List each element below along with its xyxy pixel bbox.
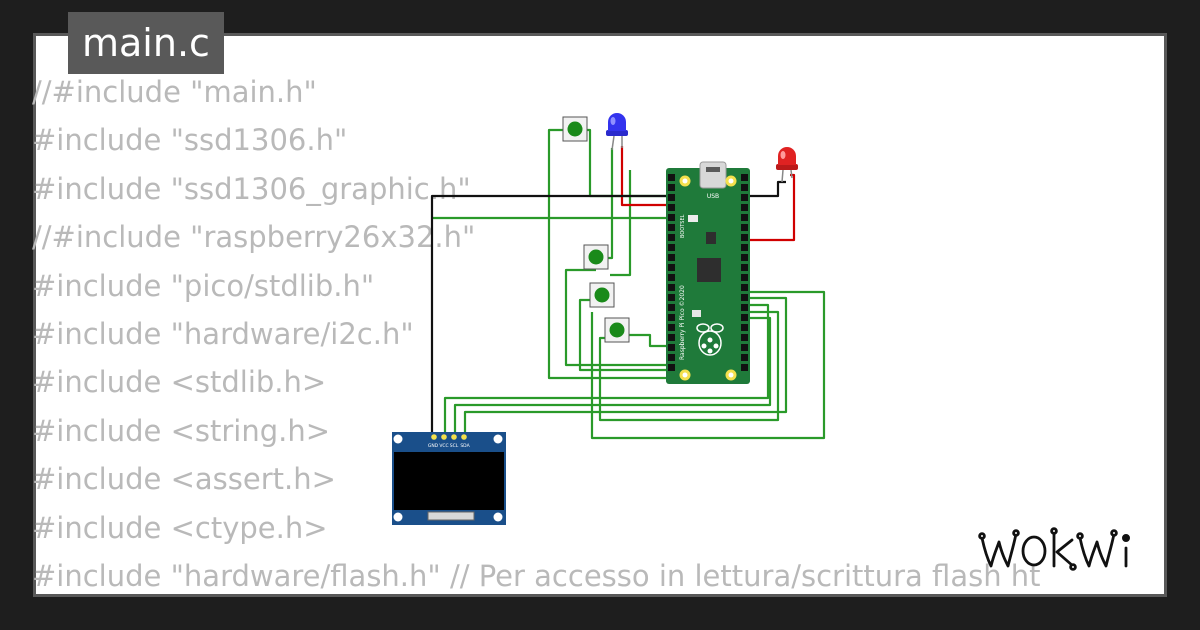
gpio-pin <box>741 174 748 181</box>
gpio-pin <box>741 214 748 221</box>
preview-card <box>33 33 1167 597</box>
gpio-pin <box>741 304 748 311</box>
gpio-pin <box>668 224 675 231</box>
code-line: #include "ssd1306.h" <box>32 123 348 158</box>
gpio-pin <box>741 244 748 251</box>
usb-connector <box>699 161 727 189</box>
gpio-pin <box>668 354 675 361</box>
wokwi-logo <box>976 526 1152 580</box>
code-line: //#include "raspberry26x32.h" <box>32 220 476 255</box>
gpio-pin <box>668 344 675 351</box>
code-line: #include <string.h> <box>32 413 331 448</box>
push-button[interactable] <box>562 116 588 142</box>
gpio-pin <box>741 364 748 371</box>
gpio-pin <box>741 234 748 241</box>
code-line: #include "pico/stdlib.h" <box>32 268 375 303</box>
raspberry-pi-pico[interactable]: USB BOOTSEL Raspberry Pi Pico ©2020 <box>666 161 750 384</box>
oled-screen <box>394 452 504 510</box>
gpio-pin <box>741 194 748 201</box>
gpio-pin <box>668 364 675 371</box>
gpio-pin <box>741 334 748 341</box>
code-line: #include "hardware/flash.h" // Per acces… <box>32 558 1041 593</box>
gpio-pin <box>741 274 748 281</box>
gpio-pin <box>668 234 675 241</box>
push-button[interactable] <box>583 244 609 270</box>
code-line: //#include "main.h" <box>32 75 317 109</box>
gpio-pin <box>668 314 675 321</box>
gpio-pin <box>668 264 675 271</box>
code-line: #include "hardware/i2c.h" <box>32 316 414 351</box>
oled-pin-label: GND <box>428 443 439 449</box>
gpio-pin <box>741 264 748 271</box>
gpio-pin <box>668 274 675 281</box>
gpio-pin <box>741 284 748 291</box>
file-tab[interactable]: main.c <box>68 12 224 74</box>
code-line: #include <stdlib.h> <box>32 365 327 400</box>
gpio-pin <box>668 184 675 191</box>
gpio-pin <box>668 254 675 261</box>
gpio-pin <box>741 254 748 261</box>
gpio-pin <box>741 314 748 321</box>
gpio-pin <box>668 284 675 291</box>
gpio-pin <box>741 224 748 231</box>
red-led[interactable] <box>776 147 798 183</box>
code-line: #include "ssd1306_graphic.h" <box>32 171 471 206</box>
pico-name-label: Raspberry Pi Pico ©2020 <box>679 285 686 360</box>
push-button[interactable] <box>589 282 615 308</box>
gpio-pin <box>741 204 748 211</box>
gpio-pin <box>668 324 675 331</box>
gpio-pin <box>668 294 675 301</box>
gpio-pin <box>741 354 748 361</box>
gpio-pin <box>668 244 675 251</box>
oled-display[interactable]: GND VCC SCL SDA <box>392 432 506 525</box>
push-button[interactable] <box>604 317 630 343</box>
gpio-pin <box>741 294 748 301</box>
blue-led[interactable] <box>606 113 628 151</box>
code-line: #include <ctype.h> <box>32 510 328 545</box>
gpio-pin <box>741 324 748 331</box>
gpio-pin <box>668 304 675 311</box>
code-line: #include <assert.h> <box>32 462 336 497</box>
raspberry-icon <box>696 323 724 356</box>
gpio-pin <box>668 204 675 211</box>
oled-pin-label: SCL <box>450 443 459 449</box>
bootsel-button[interactable] <box>688 215 698 222</box>
oled-pin-label: VCC <box>439 443 448 449</box>
gpio-pin <box>741 344 748 351</box>
gpio-pin <box>668 174 675 181</box>
gpio-pin <box>741 184 748 191</box>
usb-label: USB <box>707 193 719 200</box>
oled-pin-label: SDA <box>460 443 470 449</box>
gpio-pin <box>668 334 675 341</box>
code-editor: //#include "main.h" #include "ssd1306.h"… <box>32 68 1041 600</box>
gpio-pin <box>668 194 675 201</box>
gpio-pin <box>668 214 675 221</box>
gpio-pins <box>668 174 748 371</box>
bootsel-label: BOOTSEL <box>680 214 686 238</box>
wires-green <box>432 128 826 440</box>
rp2040-chip <box>697 258 721 282</box>
